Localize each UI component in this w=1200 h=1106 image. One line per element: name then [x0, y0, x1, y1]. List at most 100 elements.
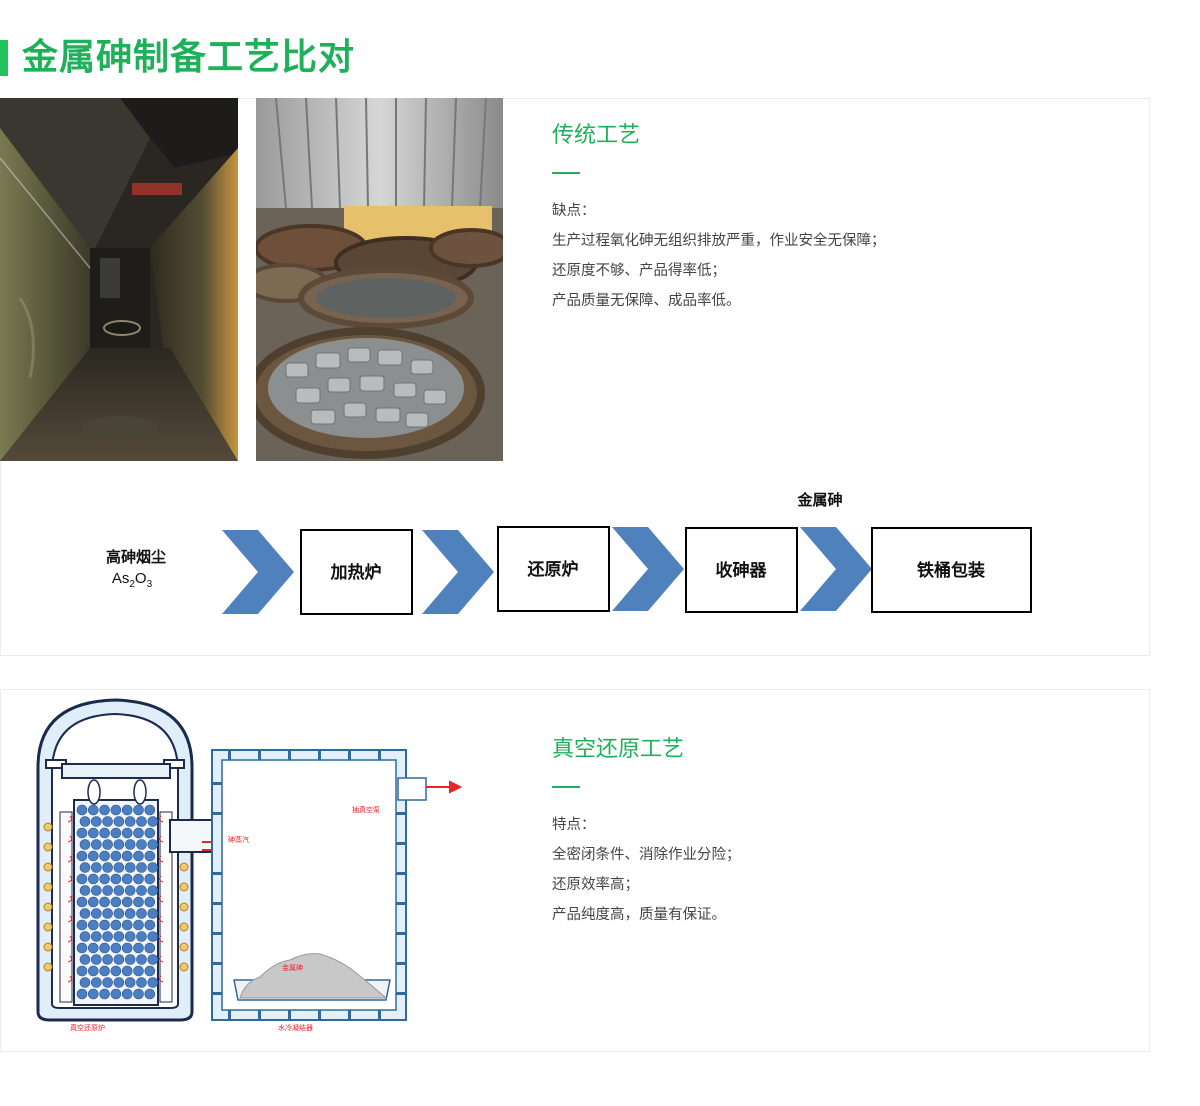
charge-ball — [147, 839, 159, 850]
charge-ball — [113, 977, 125, 988]
charge-ball — [136, 885, 147, 896]
charge-ball — [91, 931, 102, 942]
vacuum-heading: 真空还原工艺 — [552, 737, 685, 762]
flow-chevron — [222, 530, 294, 614]
charge-ball — [99, 988, 110, 1000]
charge-ball — [124, 816, 136, 827]
charge-ball — [91, 954, 102, 965]
charge-ball — [133, 919, 144, 931]
charge-ball — [113, 954, 125, 965]
charge-ball — [88, 965, 99, 977]
charge-ball — [144, 988, 156, 1000]
heading-underline — [552, 786, 580, 788]
charge-ball — [91, 977, 102, 988]
flow-product-label: 金属砷 — [796, 491, 842, 509]
charge-ball — [144, 873, 156, 885]
charge-ball — [113, 931, 125, 942]
crucibles-photo — [256, 98, 503, 461]
charge-ball — [88, 804, 99, 816]
charge-ball — [144, 919, 156, 931]
flue-tunnel-photo — [0, 98, 238, 461]
charge-ball — [113, 816, 125, 827]
charge-ball — [76, 965, 88, 977]
vacuum-line: 还原效率高； — [552, 877, 639, 893]
charge-ball — [102, 862, 113, 873]
charge-ball — [124, 977, 136, 988]
charge-ball — [124, 931, 136, 942]
vacuum-equipment-diagram: 抽真空泵 砷蒸汽 金属砷 真空还原炉 水冷凝结器 — [20, 692, 500, 1040]
input-formula: As2O3 — [112, 570, 153, 590]
charge-ball — [133, 804, 144, 816]
water-condenser — [211, 749, 427, 1021]
charge-ball — [99, 919, 110, 931]
charge-ball — [124, 885, 136, 896]
charge-ball — [79, 816, 91, 827]
charge-ball — [76, 919, 88, 931]
charge-ball — [121, 827, 133, 839]
charge-ball — [76, 827, 88, 839]
charge-ball — [136, 977, 147, 988]
charge-ball — [136, 862, 147, 873]
charge-ball — [136, 908, 147, 919]
charge-ball — [147, 931, 159, 942]
exhaust-arrow — [426, 780, 463, 794]
charge-ball — [113, 908, 125, 919]
charge-ball — [76, 850, 88, 862]
charge-ball — [144, 804, 156, 816]
charge-ball — [110, 919, 122, 931]
traditional-heading: 传统工艺 — [552, 123, 641, 148]
flow-input: 高砷烟尘 As2O3 — [106, 548, 166, 590]
charge-ball — [133, 827, 144, 839]
traditional-line: 缺点： — [552, 203, 596, 219]
vacuum-line: 特点： — [552, 817, 596, 833]
charge-ball — [91, 908, 102, 919]
charge-ball — [121, 850, 133, 862]
flow-step-label: 收砷器 — [716, 560, 768, 580]
charge-ball — [147, 954, 159, 965]
charge-ball — [133, 942, 144, 954]
charge-ball — [91, 862, 102, 873]
charge-ball — [88, 850, 99, 862]
charge-ball — [113, 839, 125, 850]
charge-ball — [102, 839, 113, 850]
charge-ball — [102, 816, 113, 827]
flow-step-label: 还原炉 — [527, 559, 579, 579]
charge-ball — [88, 873, 99, 885]
charge-ball — [144, 850, 156, 862]
charge-ball — [110, 965, 122, 977]
charge-ball — [76, 873, 88, 885]
vacuum-furnace — [36, 698, 221, 1022]
charge-ball — [102, 885, 113, 896]
charge-ball — [110, 988, 122, 1000]
charge-ball — [121, 965, 133, 977]
charge-ball — [79, 931, 91, 942]
charge-ball — [110, 804, 122, 816]
charge-ball — [124, 839, 136, 850]
flow-step-box — [685, 527, 798, 613]
charge-ball — [99, 873, 110, 885]
charge-ball — [121, 919, 133, 931]
charge-ball — [79, 885, 91, 896]
condenser-label: 水冷凝结器 — [278, 1023, 313, 1032]
traditional-info: 传统工艺 缺点： 生产过程氧化砷无组织排放严重，作业安全无保障； 还原度不够、产… — [552, 120, 1112, 316]
charge-ball — [99, 827, 110, 839]
charge-ball — [88, 896, 99, 908]
charge-ball — [99, 850, 110, 862]
charge-ball — [76, 896, 88, 908]
vapor-label: 砷蒸汽 — [228, 835, 249, 844]
traditional-line: 生产过程氧化砷无组织排放严重，作业安全无保障； — [552, 233, 886, 249]
charge-ball — [113, 862, 125, 873]
flow-step-label: 加热炉 — [330, 562, 382, 582]
flow-step-box — [300, 529, 413, 615]
charge-ball — [79, 977, 91, 988]
charge-ball — [124, 954, 136, 965]
traditional-line: 还原度不够、产品得率低； — [552, 263, 726, 279]
charge-ball — [133, 988, 144, 1000]
charge-ball — [99, 896, 110, 908]
charge-ball — [147, 977, 159, 988]
charge-ball — [136, 839, 147, 850]
charge-ball — [124, 862, 136, 873]
charge-ball — [121, 873, 133, 885]
exhaust-label: 抽真空泵 — [352, 805, 380, 814]
charge-ball — [147, 816, 159, 827]
